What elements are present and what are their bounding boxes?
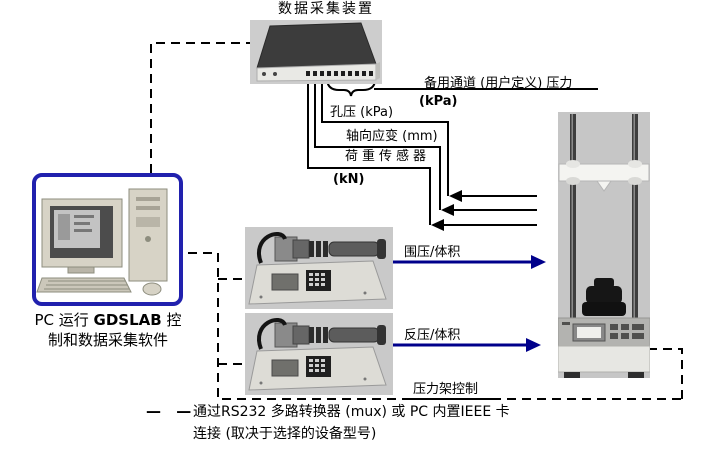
pc-caption-prefix: PC 运行 (34, 311, 94, 329)
load-cell-unit: (kN) (333, 172, 365, 187)
frame-control-label: 压力架控制 (413, 382, 479, 397)
left-arrowhead-1 (449, 190, 462, 202)
pc-caption: PC 运行 GDSLAB 控制和数据采集软件 (20, 310, 196, 350)
dashed-pc-to-daq-line (150, 42, 250, 173)
load-cell-label: 荷重传感器 (345, 149, 431, 164)
daq-title: 数据采集装置 (278, 1, 374, 17)
pc-caption-line2: 制和数据采集软件 (47, 331, 168, 349)
back-pressure-volume-label: 反压/体积 (404, 328, 461, 343)
pressure-controller-1-image (245, 227, 393, 309)
load-cell-line (307, 78, 431, 225)
left-arrowhead-3 (431, 219, 444, 231)
blue-arrowhead-2 (526, 338, 541, 352)
dashed-frame-control-line (648, 348, 683, 399)
blue-arrowhead-1 (531, 255, 546, 269)
backup-channel-unit: (kPa) (419, 94, 458, 109)
pc-box (32, 173, 183, 306)
pore-pressure-line (321, 78, 449, 196)
legend-line2: 连接 (取决于选择的设备型号) (193, 426, 377, 442)
legend-dash-marker: — — (146, 402, 197, 420)
pc-image (36, 188, 168, 296)
daq-device-image (250, 20, 382, 84)
pore-pressure-label: 孔压 (kPa) (330, 105, 394, 120)
pressure-controller-2-image (245, 313, 393, 395)
pc-caption-software-name: GDSLAB (93, 311, 162, 329)
cell-pressure-volume-label: 围压/体积 (404, 245, 461, 260)
load-frame-image (558, 112, 650, 378)
axial-strain-line (314, 78, 441, 210)
backup-channel-label: 备用通道 (用户定义) 压力 (424, 76, 573, 91)
pc-caption-suffix: 控 (161, 311, 182, 329)
axial-strain-label: 轴向应变 (mm) (346, 129, 438, 144)
legend-line1: 通过RS232 多路转换器 (mux) 或 PC 内置IEEE 卡 (193, 404, 510, 420)
left-arrowhead-2 (441, 204, 454, 216)
spare-channels-brace (326, 79, 376, 97)
